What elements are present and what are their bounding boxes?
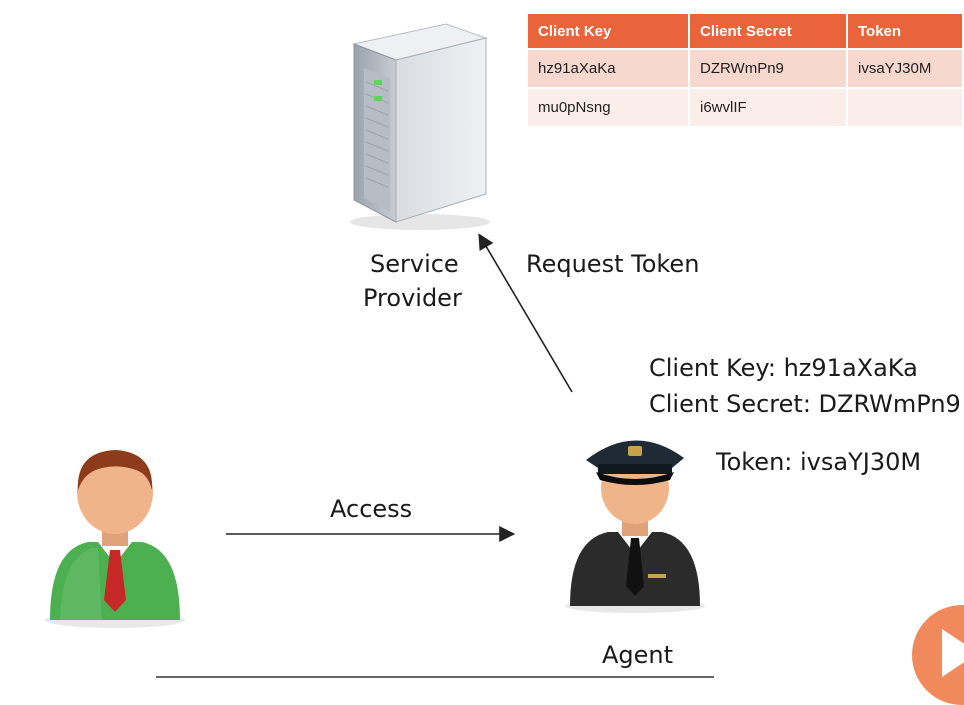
- request-token-arrow: [478, 233, 573, 393]
- header-token: Token: [847, 14, 964, 49]
- header-client-key: Client Key: [528, 14, 690, 49]
- cell-client-secret: DZRWmPn9: [689, 48, 848, 88]
- request-token-label: Request Token: [526, 250, 700, 278]
- agent-label: Agent: [602, 641, 674, 669]
- client-secret-label: Client Secret: DZRWmPn9: [649, 390, 961, 418]
- table-header-row: Client Key Client Secret Token: [528, 14, 964, 49]
- client-key-table: Client Key Client Secret Token hz91aXaKa…: [528, 14, 964, 126]
- arrows: [156, 233, 714, 678]
- cell-client-key: mu0pNsng: [528, 87, 690, 126]
- table-row: hz91aXaKa DZRWmPn9 ivsaYJ30M: [528, 48, 964, 88]
- cell-client-secret: i6wvlIF: [689, 87, 848, 126]
- play-icon: [942, 629, 964, 677]
- user-icon: [45, 450, 185, 628]
- header-client-secret: Client Secret: [689, 14, 848, 49]
- cell-token: [847, 87, 964, 126]
- cell-client-key: hz91aXaKa: [528, 48, 690, 88]
- client-key-label: Client Key: hz91aXaKa: [649, 354, 918, 382]
- service-provider-label-line1: Service: [370, 250, 459, 278]
- service-provider-label-line2: Provider: [363, 284, 462, 312]
- token-label: Token: ivsaYJ30M: [716, 448, 922, 476]
- agent-icon: [565, 440, 705, 613]
- cell-token: ivsaYJ30M: [847, 48, 964, 88]
- server-icon: [350, 23, 490, 230]
- access-label: Access: [330, 495, 413, 523]
- table-row: mu0pNsng i6wvlIF: [528, 87, 964, 126]
